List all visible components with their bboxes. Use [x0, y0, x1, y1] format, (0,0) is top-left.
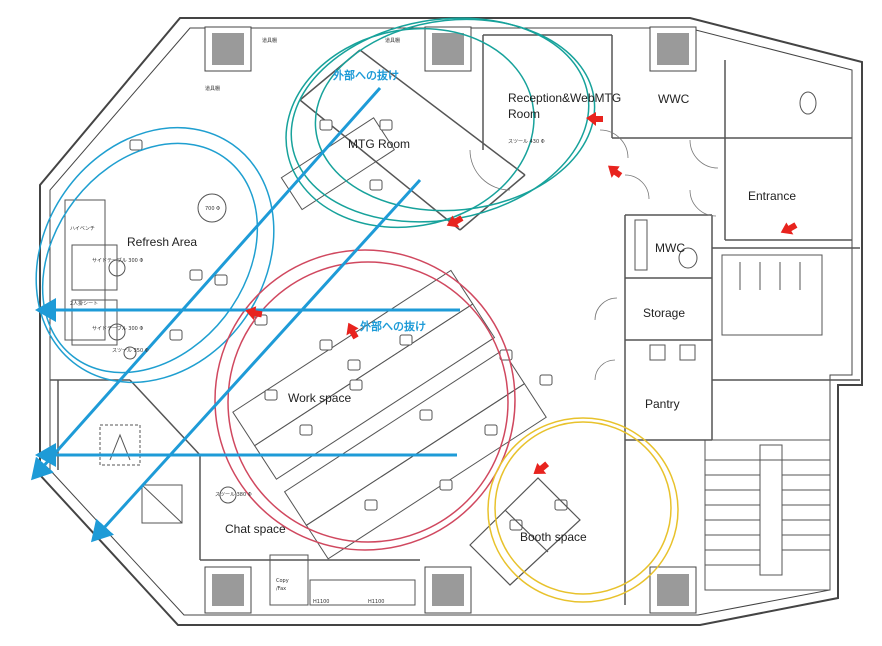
- zone-circles: [35, 17, 679, 603]
- entry-marker: [780, 222, 798, 235]
- refresh-area-label: Refresh Area: [127, 235, 197, 249]
- high-bench-label: ハイベンチ: [70, 226, 95, 232]
- work-zone-circle: [214, 249, 516, 551]
- table-label: 700 Φ: [205, 206, 220, 212]
- exit-label-center: 外部への抜け: [359, 319, 426, 333]
- chat-furniture: [99, 424, 416, 606]
- entry-marker: [586, 112, 603, 126]
- work-zone-circle-inner: [227, 261, 509, 543]
- work-space-label: Work space: [288, 391, 351, 405]
- flow-arrow-top: [31, 87, 382, 481]
- entry-marker: [446, 215, 464, 228]
- chat-space-label: Chat space: [225, 522, 286, 536]
- mtg-room-label: MTG Room: [348, 137, 410, 151]
- tool-shelf-label: 道具棚: [262, 37, 277, 44]
- wc-fixtures: [634, 91, 817, 361]
- entry-marker: [245, 306, 263, 321]
- tool-shelf-label: 道具棚: [205, 85, 220, 92]
- refresh-zone-ellipse-inner: [41, 142, 259, 374]
- flow-arrow-diag: [90, 178, 422, 543]
- booth-space-label: Booth space: [520, 530, 587, 544]
- stool-label: スツール 430 Φ: [508, 139, 545, 145]
- booth-zone-ellipse-inner: [494, 421, 672, 595]
- exit-label-top: 外部への抜け: [332, 68, 399, 82]
- copy-fax-label-line2: /Fax: [276, 586, 286, 592]
- mwc-label: MWC: [655, 241, 685, 255]
- sofa-sheet-label: 2人掛シート: [70, 300, 98, 307]
- entry-marker: [533, 461, 550, 475]
- pantry-label: Pantry: [645, 397, 680, 411]
- reception-room-label-line2: Room: [508, 107, 540, 121]
- booth-frame: [469, 477, 581, 586]
- interior-walls: [50, 34, 860, 605]
- entry-marker: [608, 165, 623, 179]
- stool-label: スツール 380 Φ: [215, 492, 252, 498]
- building-outline: [39, 17, 863, 626]
- side-table-label: サイドテーブル 300 Φ: [92, 325, 143, 332]
- partition-height-label: H1100: [368, 599, 384, 605]
- elevator: [721, 254, 823, 336]
- wwc-label: WWC: [658, 92, 690, 106]
- booth-zone-ellipse: [487, 417, 679, 603]
- work-desks: [232, 117, 547, 560]
- chairs: [129, 119, 568, 531]
- reception-room-label: Reception&WebMTG: [508, 91, 621, 105]
- tool-shelf-label: 道具棚: [385, 37, 400, 44]
- door-swings: [469, 129, 719, 381]
- entrance-label: Entrance: [748, 189, 796, 203]
- stool-label: スツール 350 Φ: [112, 348, 149, 354]
- partition-height-label: H1100: [313, 599, 329, 605]
- structural-columns: [204, 26, 697, 614]
- refresh-zone-ellipse: [35, 126, 275, 384]
- refresh-furniture: [64, 193, 237, 504]
- entry-markers: [245, 112, 798, 475]
- copy-fax-label: Copy: [276, 578, 289, 584]
- entry-marker: [346, 322, 359, 340]
- mtg-zone-ellipse-inner: [285, 27, 535, 229]
- mtg-zone-ellipse-outer: [314, 18, 596, 212]
- stairwell: [704, 439, 831, 591]
- side-table-label: サイドテーブル 300 Φ: [92, 257, 143, 264]
- storage-label: Storage: [643, 306, 685, 320]
